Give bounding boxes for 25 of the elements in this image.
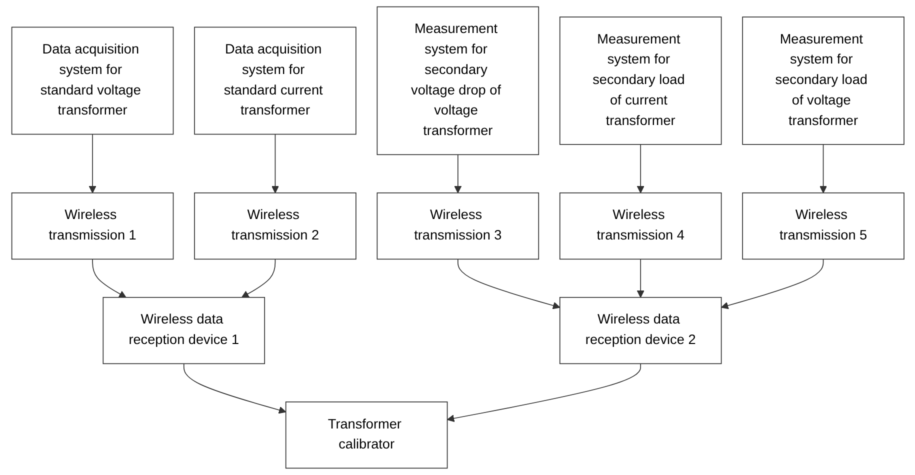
node-box: Wireless transmission 3 [376,192,539,260]
node-box: Measurement system for secondary load of voltage transformer [742,16,904,145]
arrow [457,258,560,310]
arrow [241,258,276,298]
arrow [819,144,827,194]
arrow [92,258,126,298]
node-box: Measurement system for secondary voltage drop of voltage transformer [376,6,539,156]
node-box: Measurement system for secondary load of current transformer [559,16,722,145]
arrow [636,144,644,194]
node-box: Data acquisition system for standard current transformer [194,26,356,135]
node-box: Wireless transmission 4 [559,192,722,260]
arrow [636,258,644,298]
node-box: Wireless transmission 2 [194,192,356,260]
arrow [454,154,462,194]
node-box: Wireless data reception device 2 [559,296,722,364]
node-box: Transformer calibrator [285,401,448,469]
node-box: Wireless transmission 5 [742,192,904,260]
arrow [271,134,279,194]
arrow [183,363,286,414]
node-box: Wireless data reception device 1 [102,296,265,364]
arrow [88,134,96,194]
node-box: Data acquisition system for standard voltage transformer [10,26,174,135]
arrow [446,363,641,422]
node-box: Wireless transmission 1 [10,192,174,260]
arrow [720,258,824,310]
